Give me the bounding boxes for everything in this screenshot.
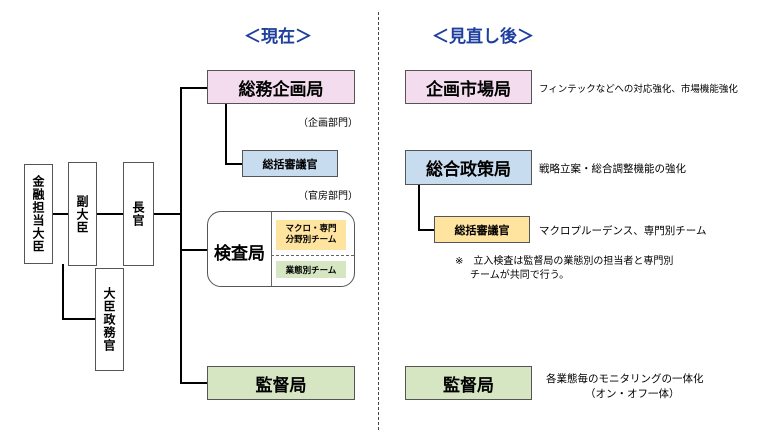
commissioner-box: 長官: [123, 162, 154, 266]
revised-supervisory-bureau-box: 監督局: [405, 366, 532, 400]
connector: [62, 318, 95, 320]
revised-coordinator-box: 総括審議官: [434, 216, 530, 243]
connector: [97, 213, 123, 215]
vice-minister-label: 副大臣: [75, 194, 89, 234]
market-bureau-box: 企画市場局: [405, 70, 532, 104]
connector: [180, 87, 208, 89]
current-coordinator-box: 総括審議官: [242, 150, 338, 177]
current-supervisory-bureau-label: 監督局: [255, 375, 307, 396]
connector: [52, 213, 68, 215]
connector: [180, 382, 208, 384]
macro-team-label: マクロ・専門 分野別チーム: [285, 224, 337, 245]
planning-section-label: （企画部門）: [298, 118, 358, 129]
policy-bureau-desc: 戦略立案・総合調整機能の強化: [539, 163, 686, 175]
inspection-divider: [271, 212, 272, 286]
parliamentary-secretary-box: 大臣政務官: [95, 268, 124, 371]
current-coordinator-label: 総括審議官: [262, 157, 318, 171]
divider: [378, 12, 379, 430]
note-line-1: ※ 立入検査は監督局の業態別の担当者と専門別: [455, 256, 674, 267]
market-bureau-desc: フィンテックなどへの対応強化、市場機能強化: [539, 84, 738, 95]
connector: [418, 185, 420, 230]
parliamentary-secretary-label: 大臣政務官: [102, 287, 116, 352]
connector: [154, 213, 180, 215]
connector: [180, 87, 182, 383]
revised-coordinator-desc: マクロプルーデンス、専門別チーム: [539, 225, 707, 237]
minister-box: 金融担当大臣: [24, 164, 53, 264]
planning-bureau-label: 総務企画局: [238, 79, 324, 100]
connector: [418, 229, 434, 231]
macro-team-box: マクロ・専門 分野別チーム: [276, 220, 346, 250]
revised-supervisory-bureau-label: 監督局: [443, 375, 494, 396]
supervisory-desc-line-1: 各業態毎のモニタリングの一体化: [546, 373, 704, 385]
current-supervisory-bureau-box: 監督局: [207, 366, 355, 400]
sector-team-label: 業態別チーム: [285, 265, 337, 276]
note-line-2: チームが共同で行う。: [470, 270, 570, 281]
minister-label: 金融担当大臣: [31, 175, 45, 253]
connector: [225, 104, 227, 164]
revised-coordinator-label: 総括審議官: [454, 223, 510, 237]
connector: [225, 163, 242, 165]
connector: [62, 264, 64, 319]
current-header: ＜現在＞: [244, 27, 312, 47]
revised-header: ＜見直し後＞: [432, 27, 534, 47]
planning-bureau-box: 総務企画局: [207, 70, 355, 104]
secretariat-section-label: （官房部門）: [298, 191, 358, 202]
inspection-dash: [271, 255, 354, 256]
policy-bureau-label: 総合政策局: [426, 160, 511, 180]
connector: [180, 249, 208, 251]
policy-bureau-box: 総合政策局: [405, 150, 532, 185]
commissioner-label: 長官: [131, 201, 145, 227]
inspection-bureau-label: 検査局: [214, 244, 265, 264]
market-bureau-label: 企画市場局: [426, 79, 511, 100]
supervisory-desc-line-2: （オン・オフ一体）: [585, 388, 680, 400]
sector-team-box: 業態別チーム: [276, 261, 346, 278]
vice-minister-box: 副大臣: [68, 162, 97, 266]
